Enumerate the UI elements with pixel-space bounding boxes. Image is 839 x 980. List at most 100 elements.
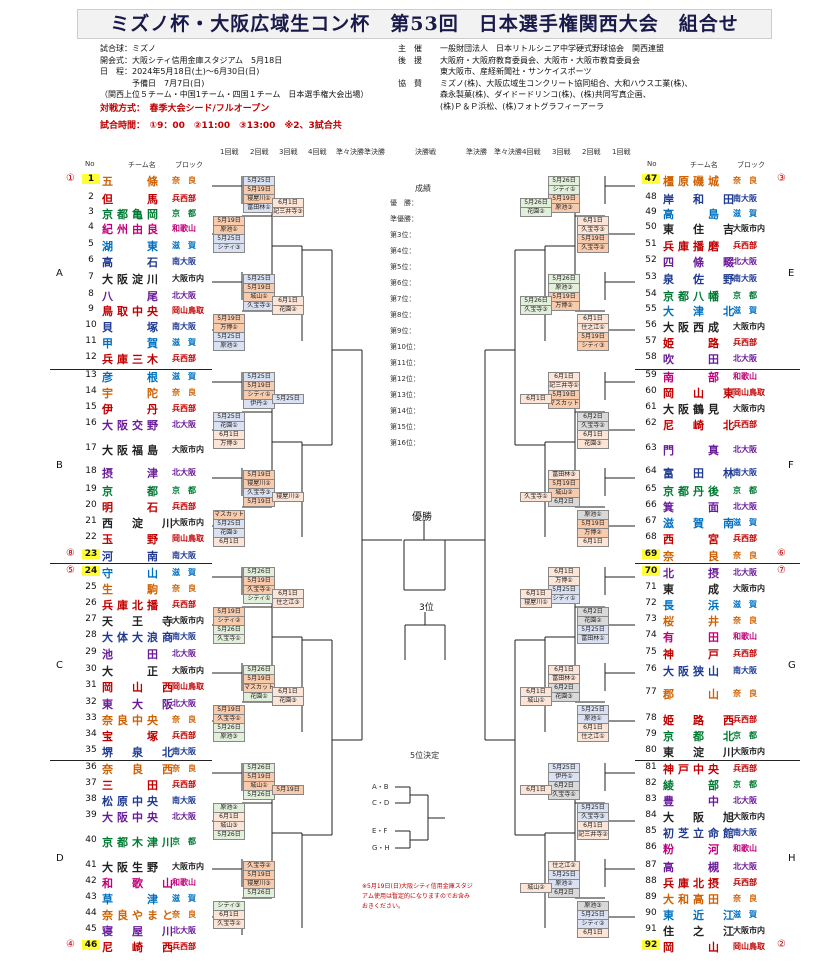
- team-name: 大 阪 旭: [663, 811, 738, 824]
- game-box: 6月2日: [548, 888, 580, 898]
- team-number: 53: [645, 272, 657, 282]
- results-line: 第10位：: [390, 343, 420, 351]
- team-number: 13: [85, 370, 97, 380]
- team-block: 北大阪: [733, 862, 757, 871]
- team-block: 滋 賀: [733, 518, 757, 527]
- team-block: 南大阪: [172, 747, 196, 756]
- team-name: 大阪西成: [663, 321, 723, 334]
- team-number: 47: [642, 174, 660, 184]
- schedule-note: おきください。: [362, 903, 405, 910]
- team-name: 東 淀 川: [663, 746, 738, 759]
- team-number: 55: [645, 304, 657, 314]
- team-name: 堺 泉 北: [102, 746, 177, 759]
- team-number: 57: [645, 336, 657, 346]
- col-header-left: No: [85, 160, 95, 168]
- team-name: 大阪中央: [102, 811, 162, 824]
- game-box: 花園②: [272, 305, 304, 315]
- team-block: 北大阪: [172, 812, 196, 821]
- fifth-pair: E・F: [372, 827, 388, 835]
- team-number: 69: [642, 549, 660, 559]
- round-label-right: 4回戦: [522, 148, 541, 156]
- team-name: 明 石: [102, 501, 162, 514]
- team-number: 77: [645, 687, 657, 697]
- team-number: 87: [645, 860, 657, 870]
- team-name: 桜 井: [663, 615, 723, 628]
- game-box: シティ③: [577, 341, 609, 351]
- col-header-right: チーム名: [690, 161, 718, 169]
- team-block: 兵西部: [172, 942, 196, 951]
- team-number: 91: [645, 924, 657, 934]
- team-number: 61: [645, 402, 657, 412]
- team-name: 守 山: [102, 567, 162, 580]
- col-header-right: ブロック: [737, 161, 765, 169]
- team-number: 36: [85, 762, 97, 772]
- team-name: 橿原磯城: [663, 175, 723, 188]
- team-number: 76: [645, 664, 657, 674]
- team-block: 滋 賀: [733, 306, 757, 315]
- team-name: 大阪鶴見: [663, 403, 723, 416]
- team-number: 22: [85, 532, 97, 542]
- team-block: 大阪市内: [733, 747, 765, 756]
- team-block: 南大阪: [172, 257, 196, 266]
- team-name: 京都亀岡: [102, 208, 162, 221]
- team-number: 82: [645, 778, 657, 788]
- game-box: 久宝寺①: [213, 634, 245, 644]
- header-left-line: 開会式：大阪シティ信用金庫スタジアム 5月18日: [100, 55, 283, 65]
- game-box: 6月2日: [548, 497, 580, 507]
- round-label-left: 準決勝: [364, 148, 385, 156]
- team-number: 15: [85, 402, 97, 412]
- game-box: 久宝寺②: [577, 243, 609, 253]
- group-label: B: [56, 460, 63, 471]
- results-line: 第13位：: [390, 391, 420, 399]
- team-name: 大阪福島: [102, 444, 162, 457]
- team-number: 6: [88, 255, 94, 265]
- round-label-left: 2回戦: [250, 148, 269, 156]
- team-block: 岡山鳥取: [172, 534, 204, 543]
- group-label: C: [56, 660, 63, 671]
- team-number: 70: [642, 566, 660, 576]
- team-number: 34: [85, 729, 97, 739]
- round-label-right: 準決勝: [466, 148, 487, 156]
- team-block: 大阪市内: [172, 862, 204, 871]
- team-number: 21: [85, 516, 97, 526]
- team-name: 大体大浪商: [102, 631, 177, 644]
- team-name: 鳥取中央: [102, 305, 162, 318]
- game-box: 5月26日: [243, 790, 275, 800]
- team-name: 湖 東: [102, 240, 162, 253]
- team-name: 京 都 北: [663, 730, 738, 743]
- team-block: 大阪市内: [172, 445, 204, 454]
- team-number: 31: [85, 680, 97, 690]
- team-name: 岸 和 田: [663, 193, 738, 206]
- team-name: 京 都: [102, 485, 162, 498]
- team-block: 滋 賀: [733, 910, 757, 919]
- team-name: 西 淀 川: [102, 517, 177, 530]
- results-line: 第12位：: [390, 375, 420, 383]
- team-name: 長 浜: [663, 599, 723, 612]
- schedule-note: アム使用は暫定的になりますのでお含み: [362, 893, 471, 900]
- team-number: 8: [88, 289, 94, 299]
- col-header-right: No: [647, 160, 657, 168]
- team-number: 35: [85, 745, 97, 755]
- team-block: 北大阪: [733, 796, 757, 805]
- team-name: 奈 良 西: [102, 763, 177, 776]
- team-number: 16: [85, 418, 97, 428]
- team-block: 京 都: [172, 837, 196, 846]
- game-box: 寝屋川①: [520, 598, 552, 608]
- team-number: 10: [85, 320, 97, 330]
- team-block: 滋 賀: [172, 372, 196, 381]
- team-block: 兵西部: [172, 600, 196, 609]
- team-name: 泉 佐 野: [663, 273, 738, 286]
- team-number: 85: [645, 826, 657, 836]
- team-name: 大阪交野: [102, 419, 162, 432]
- team-block: 和歌山: [733, 372, 757, 381]
- team-name: 門 真: [663, 444, 723, 457]
- game-box: 記三井寺③: [272, 207, 304, 217]
- team-name: 紀州由良: [102, 223, 162, 236]
- team-block: 京 都: [733, 291, 757, 300]
- round-label-right: 1回戦: [612, 148, 631, 156]
- team-block: 和歌山: [733, 844, 757, 853]
- team-block: 大阪市内: [172, 518, 204, 527]
- header-right-value: 東大阪市、産経新聞社・サンケイスポーツ: [440, 67, 592, 76]
- team-name: 四 條 畷: [663, 256, 738, 269]
- team-number: 39: [85, 810, 97, 820]
